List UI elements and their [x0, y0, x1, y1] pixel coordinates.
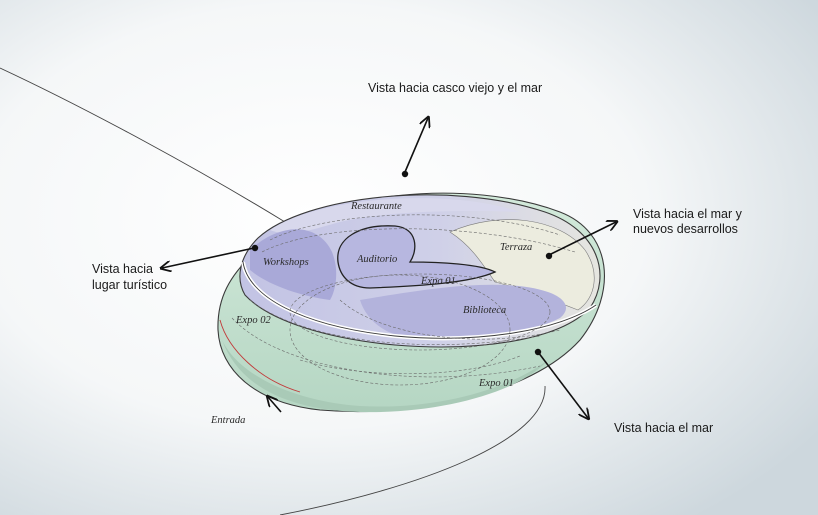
- label-vista-casco-viejo: Vista hacia casco viejo y el mar: [368, 81, 542, 95]
- arrow-origin-lugar-turistico: [251, 244, 259, 252]
- arrow-casco-viejo: [404, 118, 428, 173]
- label-vista-lugar-turistico-1: Vista hacia: [92, 262, 153, 276]
- zone-label-biblioteca: Biblioteca: [463, 305, 506, 316]
- workshops-zone: [250, 229, 337, 300]
- label-vista-lugar-turistico-2: lugar turístico: [92, 278, 167, 292]
- zone-label-workshops: Workshops: [263, 257, 309, 268]
- arrow-origin-casco-viejo: [401, 170, 409, 178]
- site-curve-lower: [279, 385, 546, 515]
- zone-label-expo02: Expo 02: [235, 315, 271, 326]
- arrow-origin-mar: [534, 348, 542, 356]
- arrow-lugar-turistico: [162, 247, 255, 268]
- auditorio-zone: [337, 225, 497, 289]
- label-vista-mar-nuevos-2: nuevos desarrollos: [633, 222, 738, 236]
- biblioteca-zone: [360, 284, 567, 339]
- label-vista-mar: Vista hacia el mar: [614, 421, 713, 435]
- site-curve-upper: [0, 67, 286, 223]
- zone-label-expo01-inner: Expo 01: [420, 276, 456, 287]
- arrow-origin-mar-nuevos: [545, 252, 553, 260]
- zone-label-entrada: Entrada: [210, 415, 245, 426]
- zone-label-expo01-outer: Expo 01: [478, 378, 514, 389]
- arrow-mar: [537, 351, 588, 418]
- label-vista-mar-nuevos-1: Vista hacia el mar y: [633, 207, 743, 221]
- restaurante-zone: [270, 198, 520, 234]
- zone-label-restaurante: Restaurante: [350, 201, 402, 212]
- arrow-mar-nuevos: [548, 222, 616, 256]
- zone-label-auditorio: Auditorio: [356, 254, 397, 265]
- internal-dashed-lines: [231, 214, 576, 386]
- zone-label-terraza: Terraza: [500, 242, 532, 253]
- arrow-entrada: [268, 397, 282, 413]
